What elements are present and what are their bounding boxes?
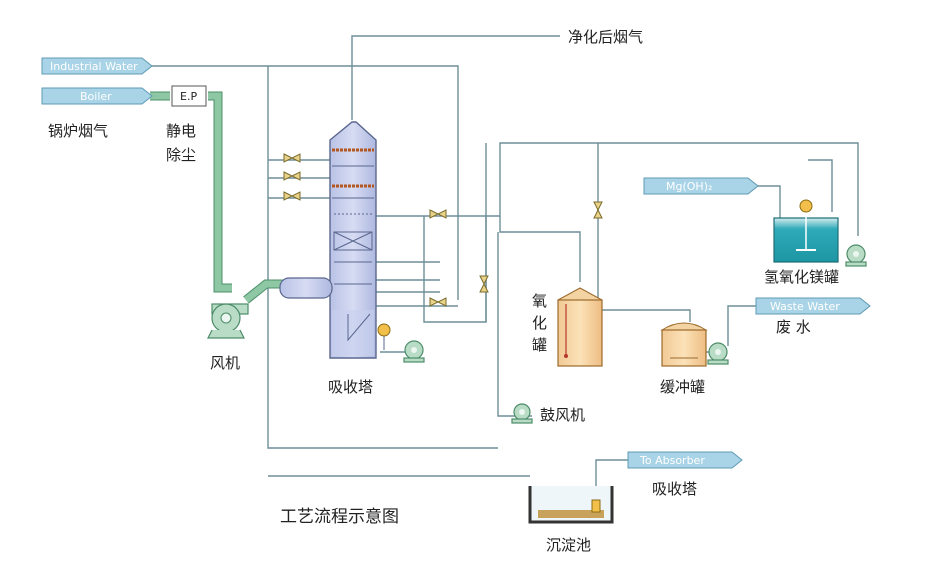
oxidation-tank <box>557 287 603 367</box>
pump-icon <box>707 342 729 365</box>
label-blower: 鼓风机 <box>540 406 585 424</box>
tag-industrial-water: Industrial Water <box>41 57 153 75</box>
svg-text:Mg(OH)₂: Mg(OH)₂ <box>666 180 712 193</box>
label-clean-gas: 净化后烟气 <box>568 28 643 46</box>
tag-to-absorber: To Absorber <box>627 451 743 469</box>
pump-icon <box>403 340 425 363</box>
pipe-network <box>150 35 859 500</box>
diagram-title: 工艺流程示意图 <box>280 507 399 527</box>
svg-text:Industrial Water: Industrial Water <box>50 60 138 73</box>
settling-tank <box>528 486 614 524</box>
svg-text:Waste Water: Waste Water <box>770 300 840 313</box>
svg-text:To Absorber: To Absorber <box>639 454 705 467</box>
pump-icon <box>845 244 867 267</box>
label-mg-tank: 氢氧化镁罐 <box>764 268 839 286</box>
label-boiler-flue-gas: 锅炉烟气 <box>48 122 108 140</box>
label-buffer-tank: 缓冲罐 <box>660 378 705 396</box>
tag-mg-oh: Mg(OH)₂ <box>643 177 759 195</box>
flue-gas-duct <box>150 91 288 304</box>
label-oxidation-1: 氧 <box>532 292 547 310</box>
label-ep-1: 静电 <box>166 122 196 140</box>
label-ep-2: 除尘 <box>166 146 196 164</box>
absorber-tower <box>279 121 391 359</box>
label-oxidation-3: 罐 <box>532 336 547 354</box>
fan-icon <box>207 303 249 339</box>
mg-hydroxide-tank <box>773 199 839 263</box>
svg-text:Boiler: Boiler <box>80 90 112 103</box>
svg-text:E.P: E.P <box>180 90 197 103</box>
tag-waste-water: Waste Water <box>755 297 871 315</box>
tag-boiler: Boiler <box>41 87 153 105</box>
label-waste-water: 废 水 <box>776 318 811 336</box>
valves <box>283 153 603 307</box>
electrostatic-precipitator: E.P <box>171 85 207 107</box>
buffer-tank <box>660 322 708 367</box>
label-oxidation-2: 化 <box>532 314 547 332</box>
label-settling-tank: 沉淀池 <box>546 536 591 554</box>
blower-icon <box>511 403 533 424</box>
label-absorber: 吸收塔 <box>328 378 373 396</box>
label-fan: 风机 <box>210 354 240 372</box>
label-absorber-return: 吸收塔 <box>652 480 697 498</box>
